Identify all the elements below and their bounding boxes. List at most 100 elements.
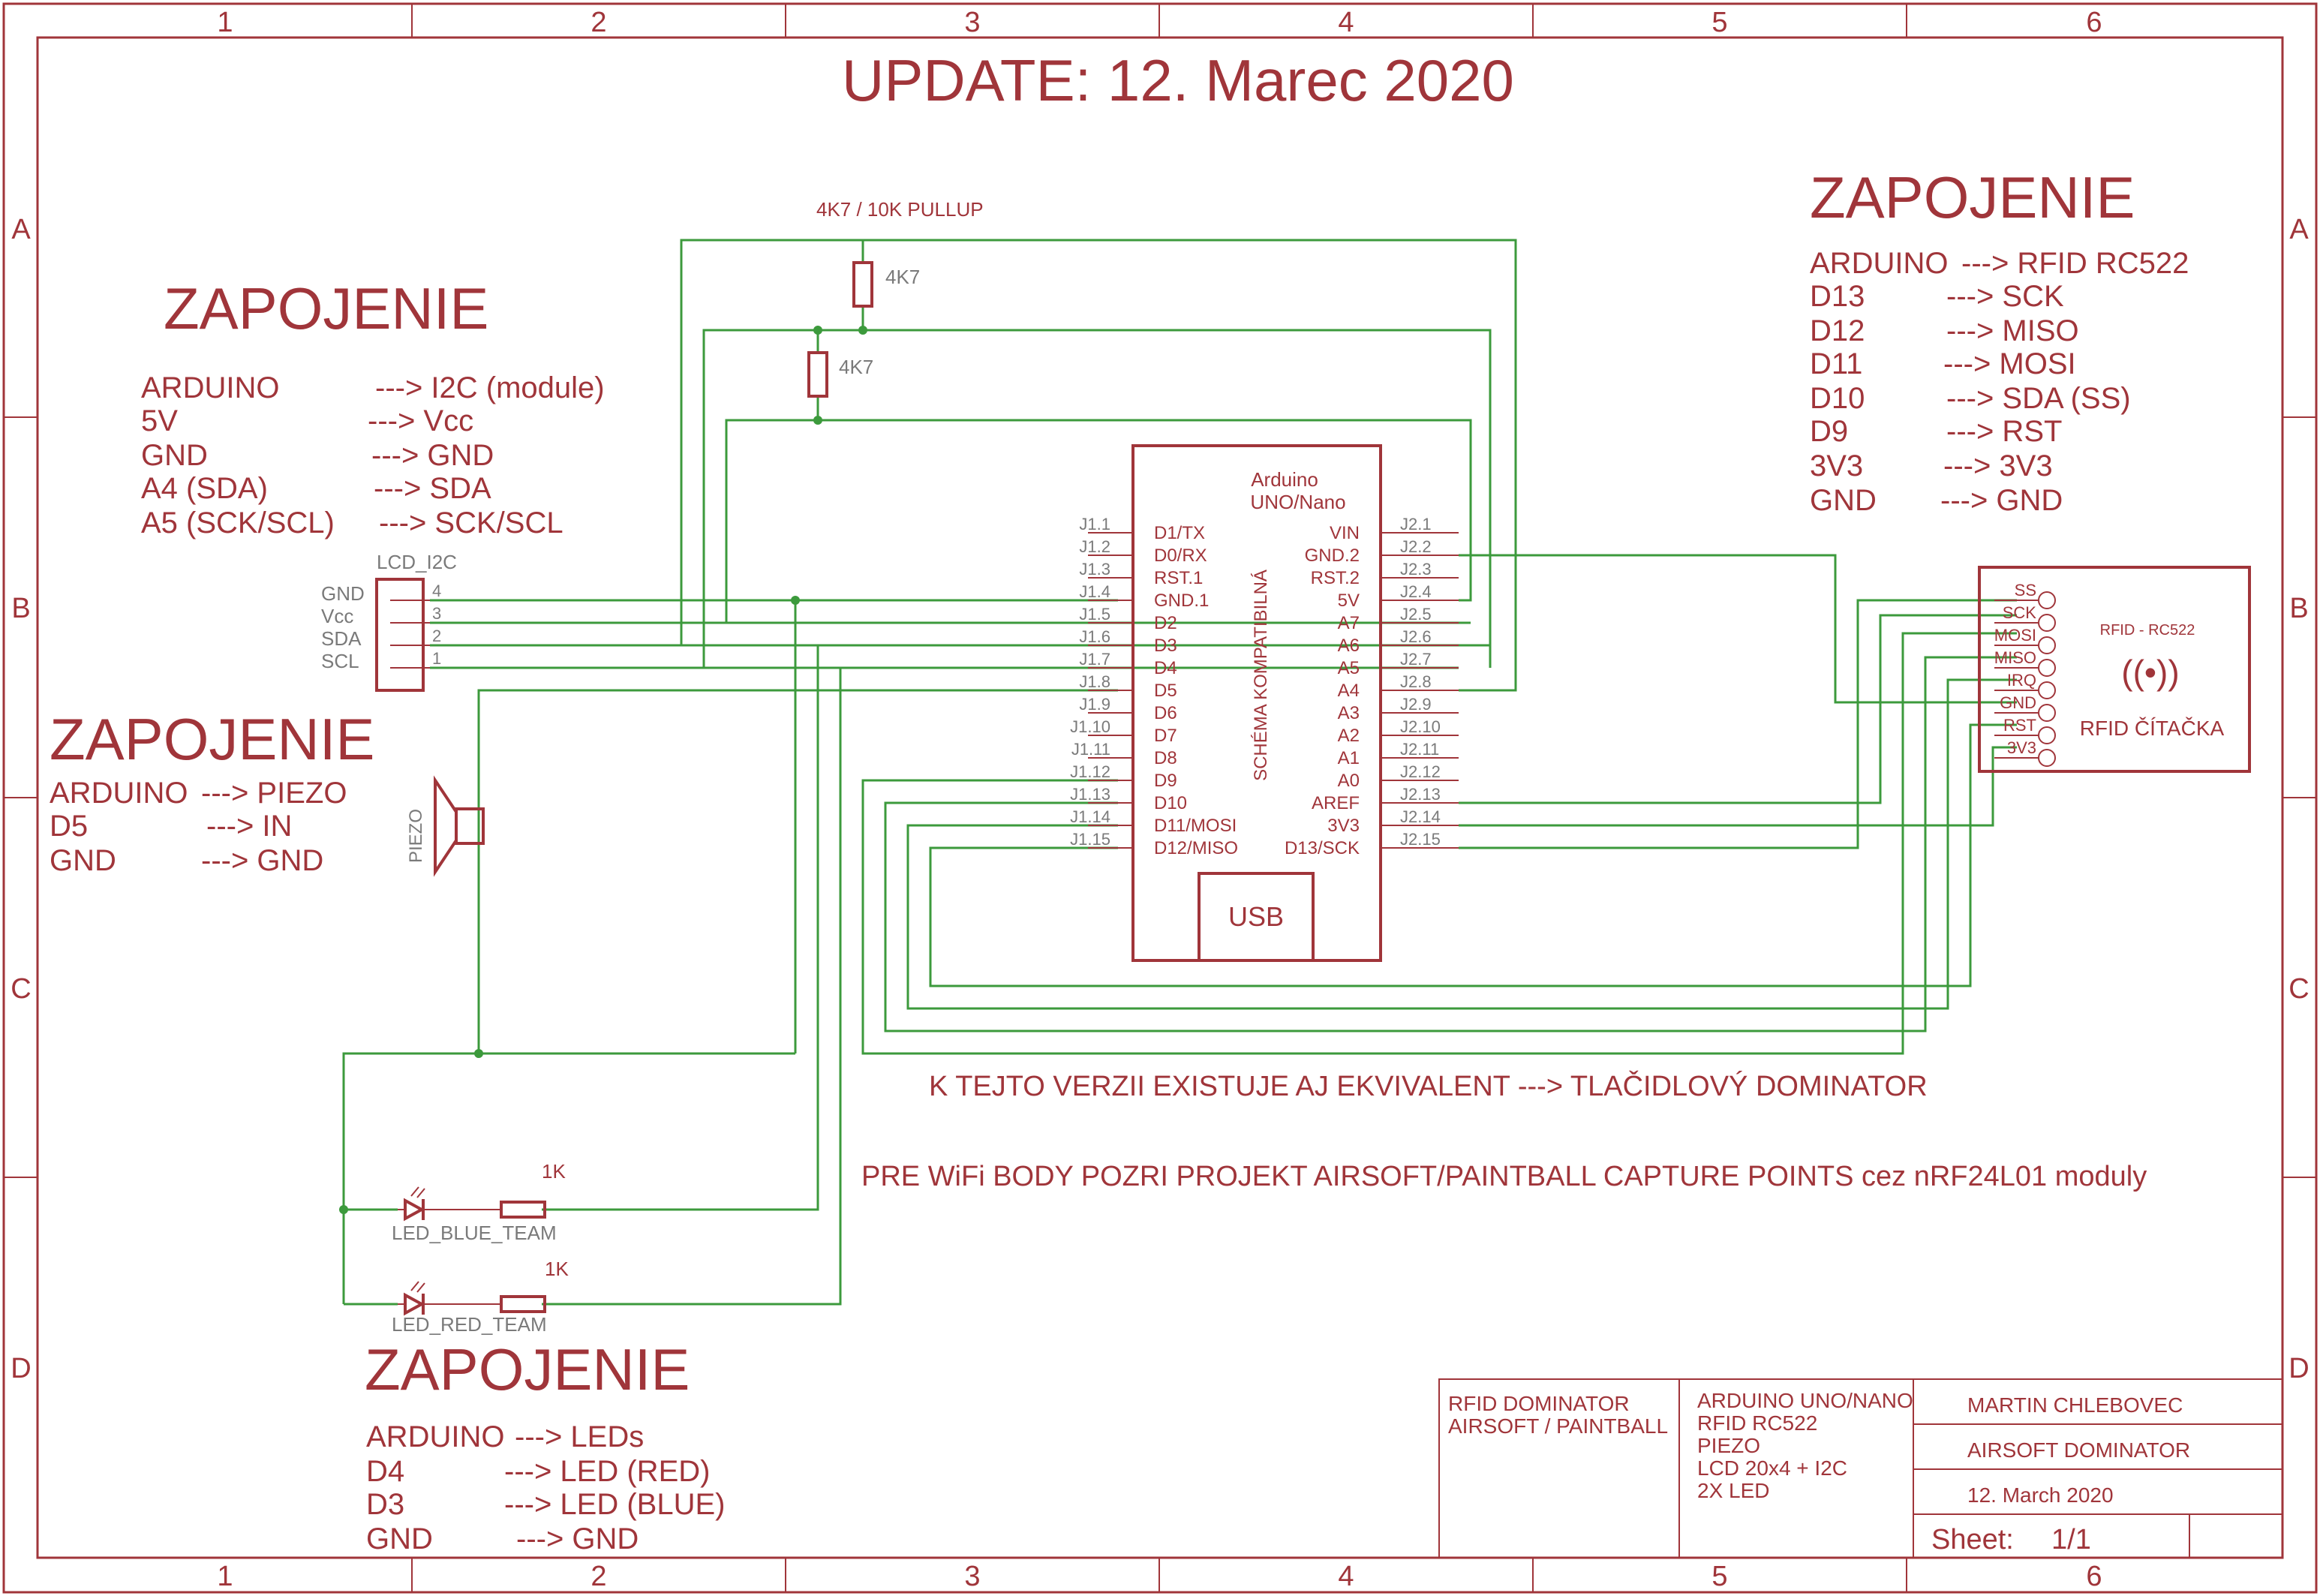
lcd-name: LCD_I2C bbox=[377, 551, 457, 573]
pullup-label: 4K7 / 10K PULLUP bbox=[816, 198, 984, 221]
block-line-left: D12 bbox=[1810, 314, 1865, 347]
column-label: 3 bbox=[964, 1561, 980, 1592]
block-line-left: D3 bbox=[366, 1488, 404, 1521]
project-line-1: RFID DOMINATOR bbox=[1448, 1392, 1630, 1415]
column-label: 2 bbox=[591, 7, 606, 38]
arduino-pin-number: J2.10 bbox=[1400, 717, 1441, 736]
block-line-left: 3V3 bbox=[1810, 449, 1863, 482]
block-line-right: ---> LED (RED) bbox=[504, 1455, 710, 1488]
led-red-name: LED_RED_TEAM bbox=[392, 1313, 547, 1336]
block-line-left: GND bbox=[50, 844, 116, 877]
rfid-module: RFID - RC522 ((•)) RFID ČÍTAČKA SSSCKMOS… bbox=[1978, 566, 2251, 773]
rfid-wave-icon: ((•)) bbox=[2121, 653, 2179, 692]
pullup-resistor-2-value: 4K7 bbox=[839, 356, 873, 378]
block-heading: ZAPOJENIE bbox=[164, 275, 488, 341]
frame-column-labels: 1 2 3 4 5 6 1 2 3 4 5 6 bbox=[217, 7, 2102, 1592]
arduino-pin-number: J1.13 bbox=[1070, 785, 1110, 804]
block-line-left: ARDUINO bbox=[50, 777, 188, 810]
block-line-right: ---> GND bbox=[371, 439, 494, 472]
block-line-right: ---> SCK/SCL bbox=[379, 506, 563, 540]
arduino-pin-number: J2.15 bbox=[1400, 830, 1441, 849]
block-line-right: ---> SDA bbox=[374, 472, 491, 505]
led-wiring-block: ZAPOJENIE ARDUINO ---> LEDs D4 ---> LED … bbox=[365, 1336, 726, 1555]
rfid-pin-circle bbox=[2038, 681, 2056, 699]
block-line-right: ---> MISO bbox=[1946, 314, 2079, 347]
row-label: B bbox=[11, 593, 30, 624]
block-line-left: GND bbox=[366, 1522, 433, 1555]
block-line-right: ---> SCK bbox=[1946, 280, 2064, 313]
rfid-pin-circle bbox=[2038, 704, 2056, 722]
arduino-pin-name: D9 bbox=[1154, 771, 1177, 791]
lcd-wiring-block: ZAPOJENIE ARDUINO ---> I2C (module) 5V -… bbox=[141, 275, 605, 540]
block-line-right: ---> LEDs bbox=[515, 1420, 644, 1453]
block-line-right: ---> PIEZO bbox=[201, 777, 347, 810]
row-label: D bbox=[11, 1353, 31, 1384]
block-line-right: ---> 3V3 bbox=[1943, 449, 2053, 482]
column-label: 4 bbox=[1338, 7, 1354, 38]
arduino-pin-name: VIN bbox=[1330, 523, 1360, 543]
led-red: 1K LED_RED_TEAM bbox=[392, 1258, 569, 1336]
part-list-item: 2X LED bbox=[1697, 1479, 1770, 1502]
lcd-pin-number: 4 bbox=[432, 582, 441, 600]
arduino-pin-number: J2.5 bbox=[1400, 605, 1432, 624]
arduino-pin-name: D5 bbox=[1154, 681, 1177, 701]
lcd-pin-label: GND bbox=[321, 582, 365, 605]
rfid-pin-label: SS bbox=[2015, 581, 2036, 600]
part-list-item: LCD 20x4 + I2C bbox=[1697, 1456, 1847, 1480]
block-line-right: ---> I2C (module) bbox=[375, 371, 605, 404]
arduino-pin-name: AREF bbox=[1312, 793, 1360, 813]
arduino-pin-name: A3 bbox=[1338, 703, 1360, 723]
block-line-left: D4 bbox=[366, 1455, 404, 1488]
block-line-left: 5V bbox=[141, 404, 178, 437]
column-label: 2 bbox=[591, 1561, 606, 1592]
author: MARTIN CHLEBOVEC bbox=[1967, 1393, 2183, 1417]
led-blue-resistor: 1K bbox=[542, 1160, 566, 1183]
arduino-pin-number: J2.12 bbox=[1400, 762, 1441, 781]
arduino-pin-name: D1/TX bbox=[1154, 523, 1205, 543]
lcd-pin-label: SDA bbox=[321, 627, 362, 650]
piezo-buzzer: PIEZO bbox=[406, 775, 485, 877]
arduino-pin-number: J1.14 bbox=[1070, 807, 1110, 826]
rfid-pin-circle bbox=[2038, 726, 2056, 744]
block-line-left: ARDUINO bbox=[366, 1420, 504, 1453]
part-list-item: RFID RC522 bbox=[1697, 1411, 1817, 1435]
title-block: RFID DOMINATOR AIRSOFT / PAINTBALL ARDUI… bbox=[1438, 1378, 2283, 1558]
block-line-left: GND bbox=[141, 439, 208, 472]
rfid-pin-circle bbox=[2038, 749, 2056, 767]
part-list-item: PIEZO bbox=[1697, 1434, 1760, 1457]
rfid-pin-circle bbox=[2038, 636, 2056, 654]
arduino-pin-number: J1.8 bbox=[1079, 672, 1110, 691]
column-label: 6 bbox=[2086, 7, 2102, 38]
sheet-label: Sheet: bbox=[1931, 1524, 2014, 1555]
arduino-pin-number: J1.6 bbox=[1079, 627, 1110, 646]
block-line-left: D13 bbox=[1810, 280, 1865, 313]
arduino-pin-number: J1.12 bbox=[1070, 762, 1110, 781]
arduino-pin-number: J2.11 bbox=[1400, 740, 1439, 759]
block-line-right: ---> LED (BLUE) bbox=[504, 1488, 726, 1521]
column-label: 5 bbox=[1711, 7, 1727, 38]
rfid-pin-label: SCK bbox=[2003, 603, 2037, 622]
arduino-title-1: Arduino bbox=[1251, 468, 1318, 491]
arduino-pin-name: A6 bbox=[1338, 636, 1360, 656]
block-line-right: ---> RST bbox=[1946, 415, 2062, 448]
rfid-pin-circle bbox=[2038, 659, 2056, 677]
arduino-pin-number: J1.5 bbox=[1079, 605, 1110, 624]
rfid-pin-label: MOSI bbox=[1994, 626, 2036, 645]
row-label: C bbox=[11, 973, 31, 1005]
part-list-item: ARDUINO UNO/NANO bbox=[1697, 1389, 1913, 1412]
arduino-pin-number: J1.2 bbox=[1079, 537, 1110, 556]
arduino-pin-name: D8 bbox=[1154, 748, 1177, 768]
block-line-left: A5 (SCK/SCL) bbox=[141, 506, 335, 540]
block-line-left: D10 bbox=[1810, 382, 1865, 415]
block-line-right: ---> GND bbox=[1940, 484, 2063, 517]
arduino-right-pins: J2.1VINJ2.2GND.2J2.3RST.2J2.45VJ2.5A7J2.… bbox=[1285, 515, 1459, 858]
arduino-pin-number: J1.15 bbox=[1070, 830, 1110, 849]
arduino-title-2: UNO/Nano bbox=[1250, 491, 1345, 513]
rfid-pin-label: 3V3 bbox=[2007, 738, 2036, 757]
block-line-left: ARDUINO bbox=[1810, 247, 1948, 280]
arduino-pin-number: J2.9 bbox=[1400, 695, 1432, 714]
led-blue: 1K LED_BLUE_TEAM bbox=[392, 1160, 566, 1244]
column-label: 5 bbox=[1711, 1561, 1727, 1592]
arduino-pin-name: A7 bbox=[1338, 613, 1360, 633]
